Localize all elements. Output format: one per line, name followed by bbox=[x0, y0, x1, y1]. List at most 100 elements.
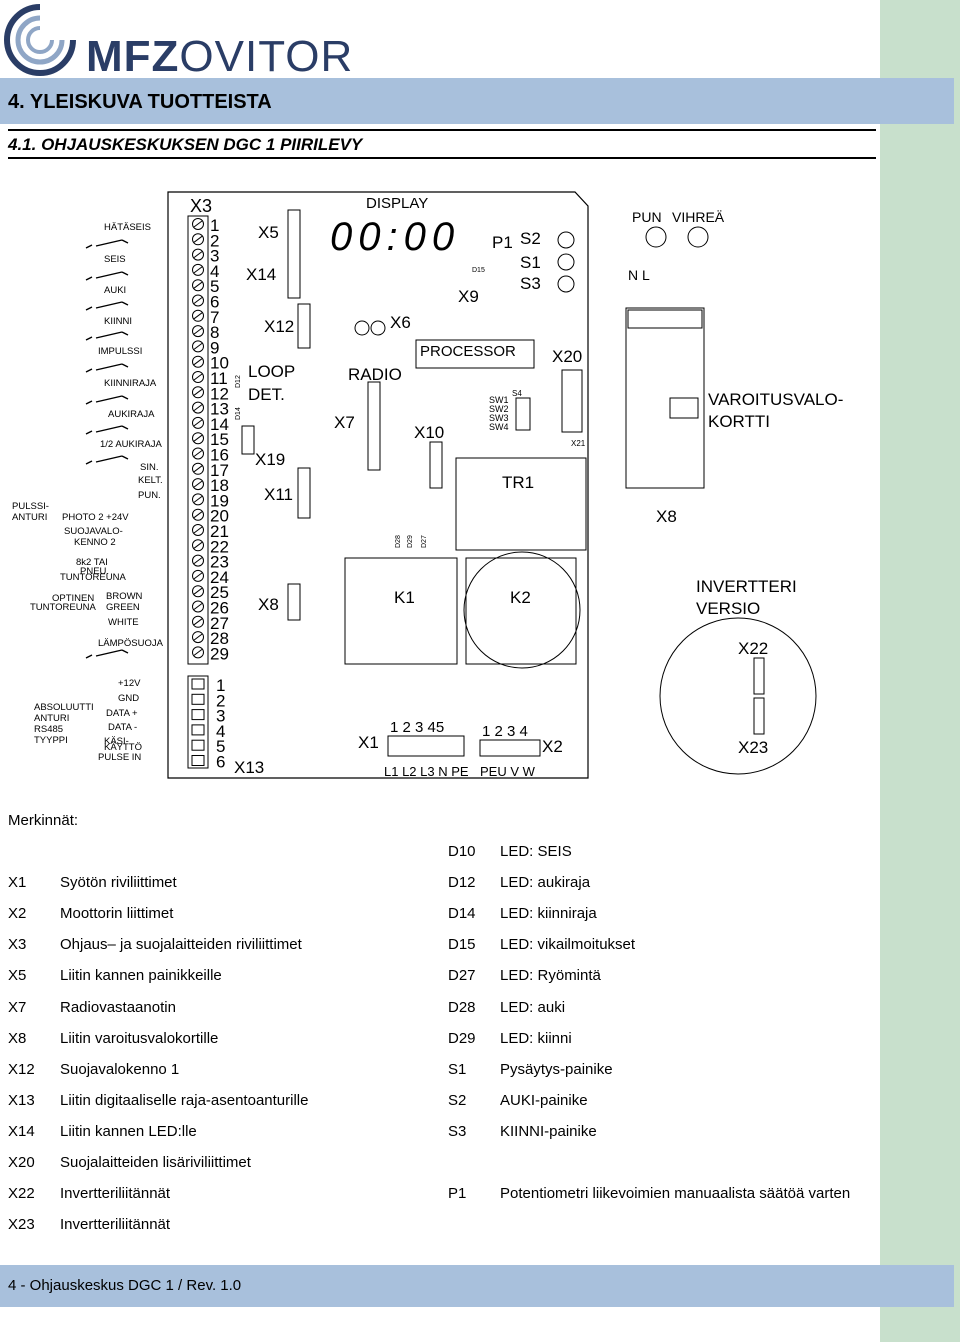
legend-code: X5 bbox=[8, 967, 27, 985]
left-terminal-label: 8k2 TAI bbox=[76, 557, 108, 568]
x13-pin bbox=[191, 709, 205, 721]
sw-label: SW3 bbox=[489, 413, 509, 423]
det-label: DET. bbox=[248, 385, 285, 404]
x3-pin-number: 18 bbox=[210, 476, 229, 495]
x8-connector bbox=[287, 583, 301, 621]
right-x8-label: X8 bbox=[656, 507, 677, 526]
legend-description: KIINNI-painike bbox=[500, 1122, 597, 1140]
side-decoration bbox=[880, 0, 960, 1342]
x3-pin-number: 12 bbox=[210, 384, 229, 403]
x20-terminal-block bbox=[561, 369, 583, 433]
loop-label: LOOP bbox=[248, 362, 295, 381]
x1-terminal-names: L1 L2 L3 N PE bbox=[384, 764, 469, 779]
left-terminal-label: PHOTO 2 +24V bbox=[62, 512, 129, 523]
left-terminal-label: WHITE bbox=[108, 617, 139, 628]
legend-code: X13 bbox=[8, 1091, 35, 1109]
left-terminal-label: KIINNIRAJA bbox=[104, 378, 157, 389]
x21-label: X21 bbox=[571, 439, 586, 448]
x3-screw bbox=[192, 248, 204, 261]
green-lamp bbox=[687, 226, 709, 248]
board-outline bbox=[167, 191, 589, 779]
x3-screw bbox=[192, 432, 204, 445]
left-terminal-label: TUNTOREUNA bbox=[60, 572, 126, 583]
x3-terminal-block bbox=[187, 215, 209, 665]
x13-pin bbox=[191, 724, 205, 736]
d15-label: D15 bbox=[472, 267, 485, 274]
legend-description: Radiovastaanotin bbox=[60, 998, 176, 1016]
left-terminal-label: PULSE IN bbox=[98, 752, 141, 763]
x3-screw bbox=[192, 355, 204, 368]
legend-code: D14 bbox=[448, 905, 476, 923]
sw-label: SW1 bbox=[489, 395, 509, 405]
left-terminal-label: 1/2 AUKIRAJA bbox=[100, 439, 162, 450]
x2-pin-numbers: 1 2 3 4 bbox=[482, 723, 528, 740]
x10-connector bbox=[429, 441, 443, 489]
x13-pin-number: 6 bbox=[216, 753, 225, 772]
left-terminal-label: ANTURI bbox=[34, 713, 69, 724]
left-terminal-label: LÄMPÖSUOJA bbox=[98, 638, 164, 649]
x3-pin-number: 27 bbox=[210, 614, 229, 633]
x3-screw bbox=[192, 416, 204, 429]
x2-terminal-block bbox=[479, 739, 541, 757]
x3-pin-number: 7 bbox=[210, 308, 219, 327]
legend-description: AUKI-painike bbox=[500, 1091, 588, 1109]
x3-screw bbox=[192, 554, 204, 567]
legend-code: D12 bbox=[448, 874, 476, 892]
legend-code: D15 bbox=[448, 936, 476, 954]
left-terminal-label: TYYPPI bbox=[34, 735, 68, 746]
s2-label: S2 bbox=[520, 229, 541, 248]
x3-screw bbox=[192, 539, 204, 552]
x3-screw bbox=[192, 386, 204, 399]
legend-code: S2 bbox=[448, 1091, 467, 1109]
x19-label: X19 bbox=[255, 450, 285, 469]
x3-screw bbox=[192, 615, 204, 628]
legend-code: D28 bbox=[448, 998, 476, 1016]
x3-screw bbox=[192, 371, 204, 383]
x3-screw bbox=[192, 294, 204, 307]
x6-label: X6 bbox=[390, 313, 411, 332]
legend-description: Invertteriliitännät bbox=[60, 1185, 171, 1203]
x3-pin-number: 20 bbox=[210, 507, 229, 526]
page-title: 4. YLEISKUVA TUOTTEISTA bbox=[8, 91, 272, 113]
left-terminal-label: AUKI bbox=[104, 285, 126, 296]
x13-pin-number: 5 bbox=[216, 737, 225, 756]
x8-label: X8 bbox=[258, 595, 279, 614]
legend-description: Liitin digitaaliselle raja-asentoanturil… bbox=[60, 1091, 309, 1109]
legend-description: Syötön riviliittimet bbox=[60, 874, 177, 892]
legend-description: LED: SEIS bbox=[500, 843, 572, 860]
left-terminal-label: SUOJAVALO- bbox=[64, 526, 123, 537]
left-terminal-label: AUKIRAJA bbox=[108, 409, 155, 420]
x3-screw bbox=[192, 600, 204, 613]
x3-pin-number: 22 bbox=[210, 537, 229, 556]
x2-terminal-names: PEU V W bbox=[480, 764, 536, 779]
s4-switch bbox=[515, 397, 531, 431]
x3-screw bbox=[192, 218, 204, 230]
x3-pin-number: 1 bbox=[210, 216, 219, 235]
legend-code: X7 bbox=[8, 998, 27, 1016]
legend-code: X22 bbox=[8, 1185, 35, 1203]
left-terminal-label: KÄSI- bbox=[104, 736, 129, 747]
left-terminal-label: TUNTOREUNA bbox=[30, 602, 96, 613]
left-terminal-label: KIINNI bbox=[104, 316, 132, 327]
legend-code: S1 bbox=[448, 1060, 467, 1078]
warning-light-terminals bbox=[627, 309, 703, 329]
radio-label: RADIO bbox=[348, 365, 402, 384]
x3-pin-number: 16 bbox=[210, 446, 229, 465]
legend-code: X12 bbox=[8, 1060, 35, 1078]
x3-screw bbox=[192, 233, 204, 246]
x3-pin-number: 17 bbox=[210, 461, 229, 480]
x13-pin-number: 3 bbox=[216, 707, 225, 726]
x3-pin-number: 26 bbox=[210, 599, 229, 618]
logo-icon bbox=[4, 0, 90, 76]
left-terminal-label: SIN. bbox=[140, 462, 158, 473]
red-lamp bbox=[645, 226, 667, 248]
x3-pin-number: 14 bbox=[210, 415, 229, 434]
legend-description: Potentiometri liikevoimien manuaalista s… bbox=[500, 1185, 851, 1203]
x3-screw bbox=[192, 631, 204, 644]
s3-button bbox=[557, 275, 575, 293]
x3-screw bbox=[192, 263, 204, 276]
left-terminal-label: DATA - bbox=[108, 722, 137, 733]
x3-pin-number: 3 bbox=[210, 247, 219, 266]
legend-code: D29 bbox=[448, 1029, 476, 1047]
legend-code: S3 bbox=[448, 1122, 467, 1140]
